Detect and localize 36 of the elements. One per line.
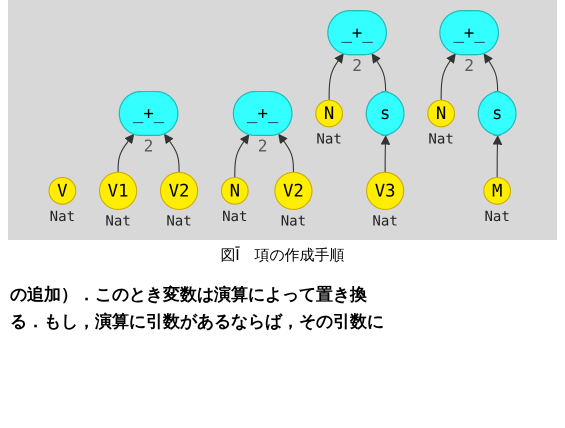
node-circle [220, 176, 249, 205]
node-circle [427, 100, 456, 128]
body-text: の追加）．このとき変数は演算によって置き換 [10, 284, 368, 306]
arrow [372, 54, 386, 92]
node-circle [315, 100, 343, 128]
arrow [440, 54, 456, 100]
arrow [278, 134, 294, 172]
node-circle [274, 172, 313, 210]
type-label: Nat [280, 214, 306, 230]
type-label: Nat [222, 208, 248, 225]
type-label: Nat [316, 132, 342, 148]
body-text: る．もし，演算に引数があるならば，その引数に [10, 311, 385, 333]
type-label: Nat [50, 208, 76, 225]
diagram-panel: V _+_ V1 V2 _+_ N V2 _+_ N s V3 _+_ N s M Nat 2 Nat Nat 2 Nat Nat 2 Nat Nat 2 Nat Nat [8, 0, 557, 240]
node-circle [483, 176, 512, 205]
arrow [164, 134, 180, 172]
arrow [118, 134, 134, 172]
arrow [492, 136, 502, 178]
node-circle [366, 172, 404, 210]
arrow [234, 134, 250, 178]
arity-number: 2 [258, 136, 268, 156]
arrow [328, 54, 344, 100]
figure-caption: 図Ī 項の作成手順 [219, 246, 346, 265]
arity-number: 2 [464, 56, 474, 75]
type-label: Nat [105, 214, 131, 230]
node-circle [48, 176, 76, 205]
type-label: Nat [484, 208, 510, 225]
arity-number: 2 [352, 56, 362, 75]
node-circle [98, 172, 138, 210]
type-label: Nat [166, 214, 192, 230]
arity-number: 2 [144, 136, 154, 156]
arrow [380, 136, 390, 172]
type-label: Nat [428, 132, 454, 148]
node-circle [160, 172, 198, 210]
arrow [484, 54, 498, 92]
type-label: Nat [372, 214, 398, 230]
